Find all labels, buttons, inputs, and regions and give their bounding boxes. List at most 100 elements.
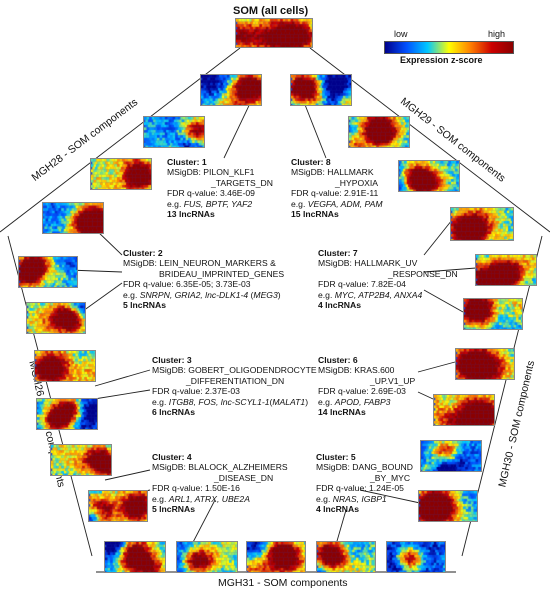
cluster-3-fdr: FDR q-value: 2.37E-03	[152, 386, 240, 397]
som-map-mgh26-5	[50, 444, 112, 476]
cluster-4-msigdb-cont: _DISEASE_DN	[214, 472, 274, 483]
leader-cluster-7b	[423, 267, 477, 273]
cluster-8-examples: e.g. VEGFA, ADM, PAM	[291, 199, 383, 209]
cluster-3-msigdb: MSigDB: GOBERT_OLIGODENDROCYTE	[152, 365, 317, 376]
figure-title: SOM (all cells)	[233, 5, 309, 17]
som-map-mgh28-4	[42, 202, 104, 234]
cluster-7-msigdb: MSigDB: HALLMARK_UV	[318, 258, 418, 269]
leader-cluster-3b	[87, 389, 151, 401]
cluster-2-genes-paren-open: (	[248, 289, 254, 300]
cluster-4-block: Cluster: 4 MSigDB: BLALOCK_ALZHEIMERS _D…	[152, 452, 288, 514]
som-map-mgh30-4	[433, 394, 495, 426]
cluster-3-lncrnas: 6 lncRNAs	[152, 407, 195, 418]
leader-cluster-7a	[423, 219, 453, 256]
cluster-3-genes-tail: MALAT1	[272, 396, 306, 407]
som-map-mgh26-4	[36, 398, 98, 430]
cluster-2-block: Cluster: 2 MSigDB: LEIN_NEURON_MARKERS &…	[123, 248, 284, 310]
cluster-5-genes: NRAS, IGBP1	[332, 493, 387, 504]
cluster-3-block: Cluster: 3 MSigDB: GOBERT_OLIGODENDROCYT…	[152, 355, 317, 417]
cluster-5-block: Cluster: 5 MSigDB: DANG_BOUND _BY_MYC FD…	[316, 452, 413, 514]
som-map-mgh26-6	[88, 490, 148, 522]
cluster-6-examples: e.g. APOD, FABP3	[318, 397, 415, 407]
cluster-8-eg: e.g.	[291, 198, 308, 209]
som-map-mgh31-2	[176, 541, 238, 573]
cluster-3-eg: e.g.	[152, 396, 169, 407]
som-map-mgh29-4	[450, 207, 514, 241]
cluster-4-msigdb: MSigDB: BLALOCK_ALZHEIMERS	[152, 462, 288, 473]
som-map-mgh26-3	[34, 350, 96, 382]
cluster-2-msigdb-cont: BRIDEAU_IMPRINTED_GENES	[159, 268, 285, 279]
som-map-mgh28-1	[200, 74, 262, 106]
cluster-2-examples: e.g. SNRPN, GRIA2, lnc-DLK1-4 (MEG3)	[123, 290, 284, 300]
cluster-2-fdr: FDR q-value: 6.35E-05; 3.73E-03	[123, 279, 251, 290]
cluster-3-examples: e.g. ITGB8, FOS, lnc-SCYL1-1(MALAT1)	[152, 397, 317, 407]
cluster-2-genes-paren-close: )	[277, 289, 281, 300]
cluster-2-genes: SNRPN, GRIA2, lnc-DLK1-4	[139, 289, 249, 300]
cluster-2-genes-tail: MEG3	[253, 289, 278, 300]
cluster-2-lncrnas: 5 lncRNAs	[123, 300, 166, 311]
cluster-6-block: Cluster: 6 MSigDB: KRAS.600 _UP.V1_UP FD…	[318, 355, 415, 417]
cluster-6-eg: e.g.	[318, 396, 335, 407]
cluster-4-lncrnas: 5 lncRNAs	[152, 504, 195, 515]
cluster-4-examples: e.g. ARL1, ATRX, UBE2A	[152, 494, 288, 504]
leader-cluster-4c	[189, 499, 216, 549]
cluster-2-eg: e.g.	[123, 289, 140, 300]
cluster-1-examples: e.g. FUS, BPTF, YAF2	[167, 199, 273, 209]
som-map-mgh30-6	[418, 490, 478, 522]
som-map-mgh28-2	[143, 116, 205, 148]
som-map-mgh29-3	[398, 160, 460, 192]
cluster-6-lncrnas: 14 lncRNAs	[318, 407, 366, 418]
cluster-7-msigdb-cont: _RESPONSE_DN	[388, 268, 458, 279]
som-map-mgh31-1	[104, 541, 166, 573]
legend-color-bar	[384, 41, 514, 54]
leader-cluster-3a	[94, 369, 151, 387]
cluster-5-eg: e.g.	[316, 493, 333, 504]
cluster-7-fdr: FDR q-value: 7.82E-04	[318, 279, 406, 290]
cluster-7-genes: MYC, ATP2B4, ANXA4	[334, 289, 423, 300]
cluster-5-title: Cluster: 5	[316, 452, 356, 462]
cluster-5-msigdb-cont: _BY_MYC	[370, 472, 411, 483]
cluster-8-block: Cluster: 8 MSigDB: HALLMARK _HYPOXIA FDR…	[291, 157, 383, 219]
som-map-mgh30-1	[475, 254, 537, 286]
cluster-5-msigdb: MSigDB: DANG_BOUND	[316, 462, 413, 473]
cluster-8-fdr: FDR q-value: 2.91E-11	[291, 188, 379, 199]
cluster-3-genes: ITGB8, FOS, lnc-SCYL1-1	[168, 396, 270, 407]
leader-cluster-6a	[417, 361, 456, 373]
cluster-3-genes-paren-close: )	[305, 396, 309, 407]
som-map-all-cells	[235, 18, 313, 48]
som-map-mgh29-1	[290, 74, 352, 106]
leader-cluster-4a	[104, 469, 151, 481]
leader-cluster-5a	[359, 489, 421, 504]
cluster-6-msigdb-cont: _UP.V1_UP	[370, 375, 416, 386]
som-map-mgh31-3	[246, 541, 306, 573]
cluster-6-msigdb: MSigDB: KRAS.600	[318, 365, 395, 376]
cluster-4-fdr: FDR q-value: 1.50E-16	[152, 483, 240, 494]
cluster-8-msigdb: MSigDB: HALLMARK	[291, 167, 374, 178]
cluster-5-examples: e.g. NRAS, IGBP1	[316, 494, 413, 504]
cluster-1-eg: e.g.	[167, 198, 184, 209]
som-map-mgh30-5	[420, 440, 482, 472]
cluster-3-genes-paren-open: (	[269, 396, 273, 407]
cluster-5-fdr: FDR q-value: 1.24E-05	[316, 483, 404, 494]
side-label-mgh31: MGH31 - SOM components	[218, 577, 348, 589]
som-map-mgh28-3	[90, 158, 152, 190]
legend-title: Expression z-score	[400, 55, 483, 65]
cluster-4-eg: e.g.	[152, 493, 169, 504]
cluster-2-msigdb: MSigDB: LEIN_NEURON_MARKERS &	[123, 258, 276, 269]
som-map-mgh30-2	[463, 298, 523, 330]
som-map-mgh31-5	[386, 541, 446, 573]
cluster-7-lncrnas: 4 lncRNAs	[318, 300, 361, 311]
cluster-1-genes: FUS, BPTF, YAF2	[183, 198, 253, 209]
cluster-1-msigdb: MSigDB: PILON_KLF1	[167, 167, 255, 178]
cluster-6-fdr: FDR q-value: 2.69E-03	[318, 386, 406, 397]
cluster-1-fdr: FDR q-value: 3.46E-09	[167, 188, 255, 199]
cluster-8-title: Cluster: 8	[291, 157, 331, 167]
cluster-2-title: Cluster: 2	[123, 248, 163, 258]
frame-line-left	[7, 235, 93, 557]
som-map-mgh26-2	[26, 302, 86, 334]
cluster-1-title: Cluster: 1	[167, 157, 207, 167]
cluster-8-lncrnas: 15 lncRNAs	[291, 209, 339, 220]
som-map-mgh30-3	[455, 348, 515, 380]
cluster-4-genes: ARL1, ATRX, UBE2A	[168, 493, 250, 504]
